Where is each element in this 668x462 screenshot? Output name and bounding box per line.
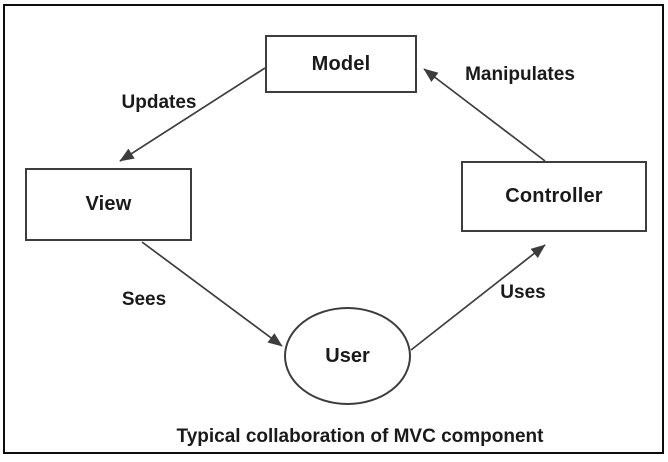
node-view-label: View [85,193,132,215]
node-user-label: User [325,344,370,367]
node-user: User [284,307,411,405]
node-model: Model [265,35,417,93]
diagram-border-frame [3,4,664,454]
diagram-caption: Typical collaboration of MVC component [176,426,544,447]
node-view: View [25,168,192,241]
edge-label-manipulates: Manipulates [465,64,575,85]
edge-label-sees: Sees [121,289,167,310]
edge-label-updates: Updates [121,92,197,113]
edge-label-uses: Uses [500,282,546,303]
node-controller-label: Controller [505,185,603,207]
node-controller: Controller [461,161,647,232]
node-model-label: Model [311,52,371,75]
